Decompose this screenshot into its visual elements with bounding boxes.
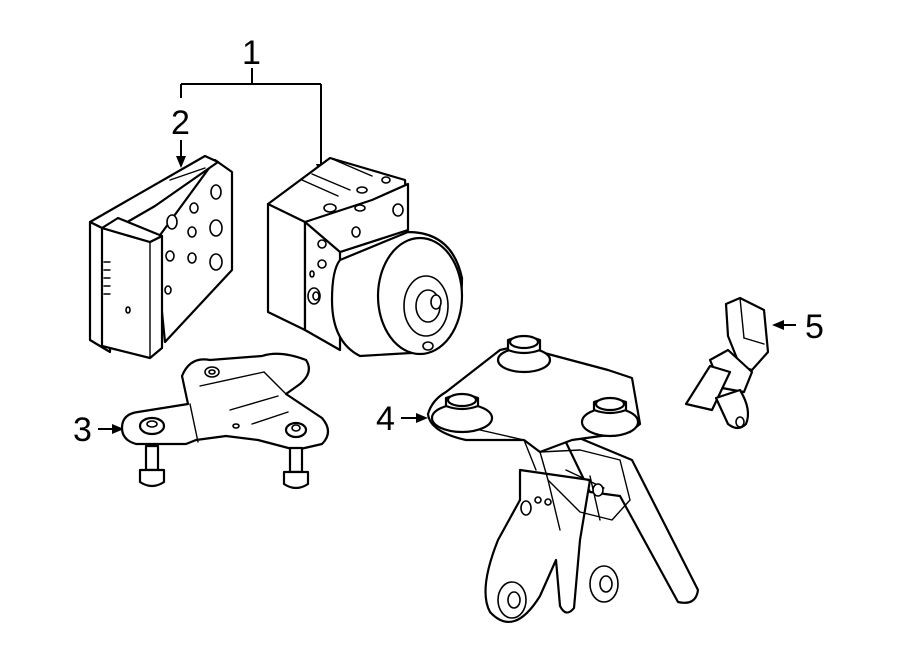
abs-control-module	[88, 154, 234, 360]
mounting-bracket	[426, 334, 700, 623]
isolator-left	[430, 392, 494, 434]
isolator-top	[496, 334, 552, 374]
wheel-speed-sensor	[684, 296, 770, 430]
callout-3: 3	[73, 411, 92, 449]
callout-5-leader	[772, 320, 796, 330]
callout-5: 5	[805, 308, 824, 346]
callout-2: 2	[171, 104, 190, 142]
abs-hydraulic-unit	[266, 156, 464, 358]
callout-1: 1	[242, 34, 261, 72]
callout-4: 4	[376, 400, 395, 438]
callout-3-leader	[98, 424, 124, 434]
isolator-right	[580, 396, 640, 438]
module-bracket	[120, 352, 330, 490]
callout-4-leader	[401, 413, 428, 423]
callout-2-leader	[176, 140, 186, 168]
